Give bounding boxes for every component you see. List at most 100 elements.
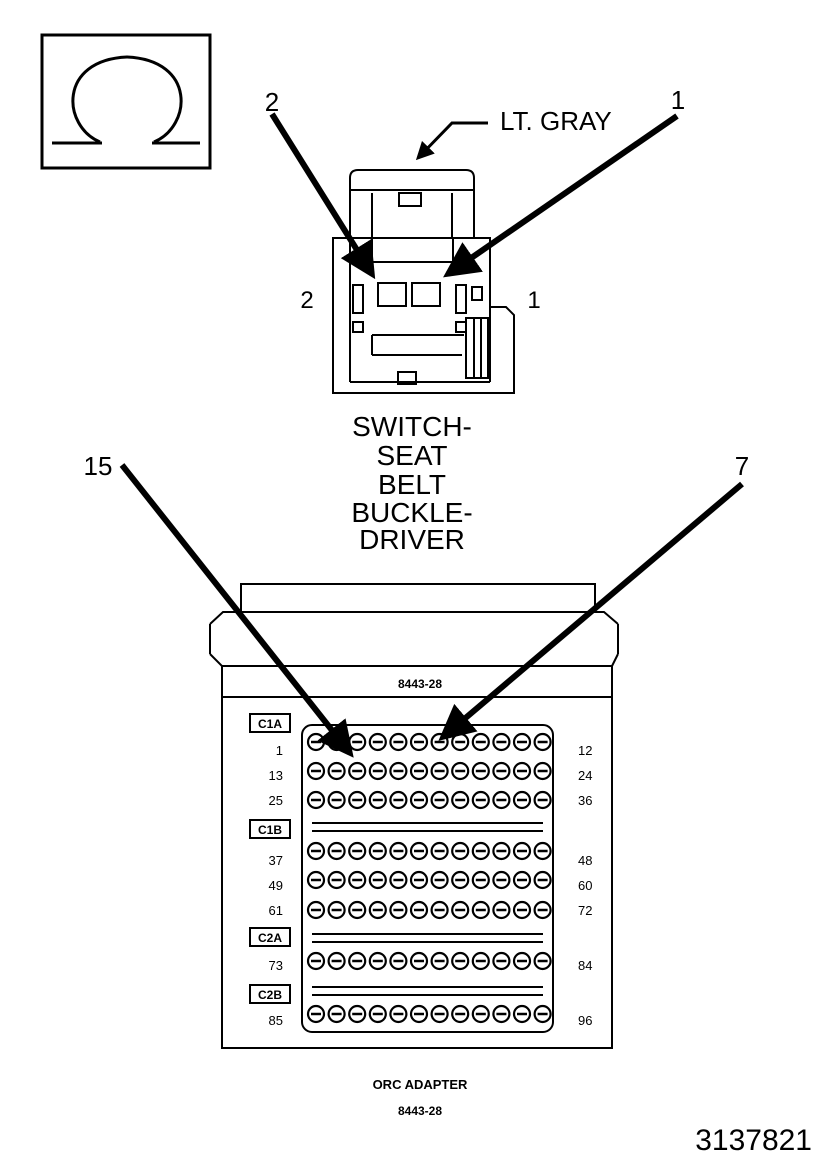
section-label-c1a: C1A [258, 717, 282, 731]
pin-hole [430, 790, 449, 810]
pin-hole [348, 951, 367, 971]
pin-hole [492, 790, 511, 810]
pin-hole [533, 900, 552, 920]
pin-hole [368, 790, 387, 810]
pin-hole [451, 761, 470, 781]
pin-hole [512, 870, 532, 890]
pin-hole [409, 790, 429, 810]
pin-hole [348, 841, 367, 861]
pin-hole [409, 761, 429, 781]
adapter-top-label: 8443-28 [398, 677, 442, 691]
pin-hole [492, 761, 511, 781]
pin-hole [512, 732, 532, 752]
pin-hole [348, 900, 367, 920]
pin-hole [533, 790, 552, 810]
pin-hole [471, 1004, 490, 1024]
pin-hole [327, 841, 346, 861]
section-separators [312, 822, 543, 996]
pin-hole [306, 790, 326, 810]
pin-hole [327, 1004, 346, 1024]
pin-hole [348, 732, 367, 752]
row-start-2: 13 [269, 768, 283, 783]
row-number-labels: 1 12 13 24 25 36 37 48 49 60 61 72 73 84… [269, 743, 593, 1028]
callout-arrow-1 [443, 113, 679, 278]
pin-hole [451, 841, 470, 861]
seat-belt-switch-connector [332, 169, 515, 394]
pin-hole [368, 841, 387, 861]
pin-hole [327, 790, 346, 810]
pin-hole [471, 951, 490, 971]
callout-arrow-15 [119, 463, 354, 758]
pin-hole [389, 951, 408, 971]
row-end-2: 24 [578, 768, 592, 783]
pin-hole [306, 870, 326, 890]
pin-hole [389, 732, 408, 752]
pin-hole [430, 951, 449, 971]
pin-hole [327, 761, 346, 781]
pin-hole [451, 951, 470, 971]
section-label-c2b: C2B [258, 988, 282, 1002]
pin-hole [492, 870, 511, 890]
callout-arrow-2 [269, 112, 376, 280]
pin-hole [492, 841, 511, 861]
pin-hole [451, 732, 470, 752]
pin-hole [451, 870, 470, 890]
pin-hole [471, 732, 490, 752]
pin-hole [306, 732, 326, 752]
pin-hole [306, 900, 326, 920]
row-end-4: 48 [578, 853, 592, 868]
section-box-c2a [249, 927, 291, 947]
pin-hole [512, 790, 532, 810]
row-end-5: 60 [578, 878, 592, 893]
caption-line-4: BUCKLE- [351, 497, 472, 528]
pin-hole [492, 900, 511, 920]
connector-caption: SWITCH- SEAT BELT BUCKLE- DRIVER [351, 411, 472, 555]
pin-hole [409, 1004, 429, 1024]
pin-hole [512, 1004, 532, 1024]
section-box-c1b [249, 819, 291, 839]
section-label-c2a: C2A [258, 931, 282, 945]
row-start-3: 25 [269, 793, 283, 808]
adapter-caption-title: ORC ADAPTER [373, 1077, 468, 1092]
pin-hole [306, 951, 326, 971]
pin-hole [368, 951, 387, 971]
pin-hole [512, 951, 532, 971]
pin-hole [409, 951, 429, 971]
pin-hole [389, 841, 408, 861]
row-end-8: 96 [578, 1013, 592, 1028]
row-end-3: 36 [578, 793, 592, 808]
pin-hole [368, 900, 387, 920]
pin-side-label-2: 2 [300, 287, 313, 314]
pin-hole [409, 732, 429, 752]
pin-hole [451, 790, 470, 810]
caption-line-2: SEAT [376, 440, 447, 471]
pin-hole [348, 870, 367, 890]
pin-hole [512, 841, 532, 861]
callout-label-2: 2 [265, 87, 279, 117]
row-end-6: 72 [578, 903, 592, 918]
row-start-4: 37 [269, 853, 283, 868]
pin-hole [533, 732, 552, 752]
pin-hole [492, 1004, 511, 1024]
callout-label-15: 15 [84, 451, 113, 481]
pin-hole [409, 870, 429, 890]
pin-hole [348, 761, 367, 781]
pin-hole [306, 841, 326, 861]
caption-line-1: SWITCH- [352, 411, 472, 442]
ohm-icon [52, 55, 200, 145]
pin-hole [368, 1004, 387, 1024]
pin-hole [430, 761, 449, 781]
color-leader-arrow [415, 121, 488, 161]
pin-grid [306, 732, 552, 1024]
pin-hole [368, 761, 387, 781]
pin-hole [533, 761, 552, 781]
section-box-c1a [249, 713, 291, 733]
caption-line-3: BELT [378, 469, 446, 500]
pin-hole [409, 900, 429, 920]
pin-hole [368, 732, 387, 752]
pin-hole [327, 870, 346, 890]
row-start-1: 1 [276, 743, 283, 758]
pin-hole [492, 732, 511, 752]
pin-hole [471, 870, 490, 890]
row-end-7: 84 [578, 958, 592, 973]
